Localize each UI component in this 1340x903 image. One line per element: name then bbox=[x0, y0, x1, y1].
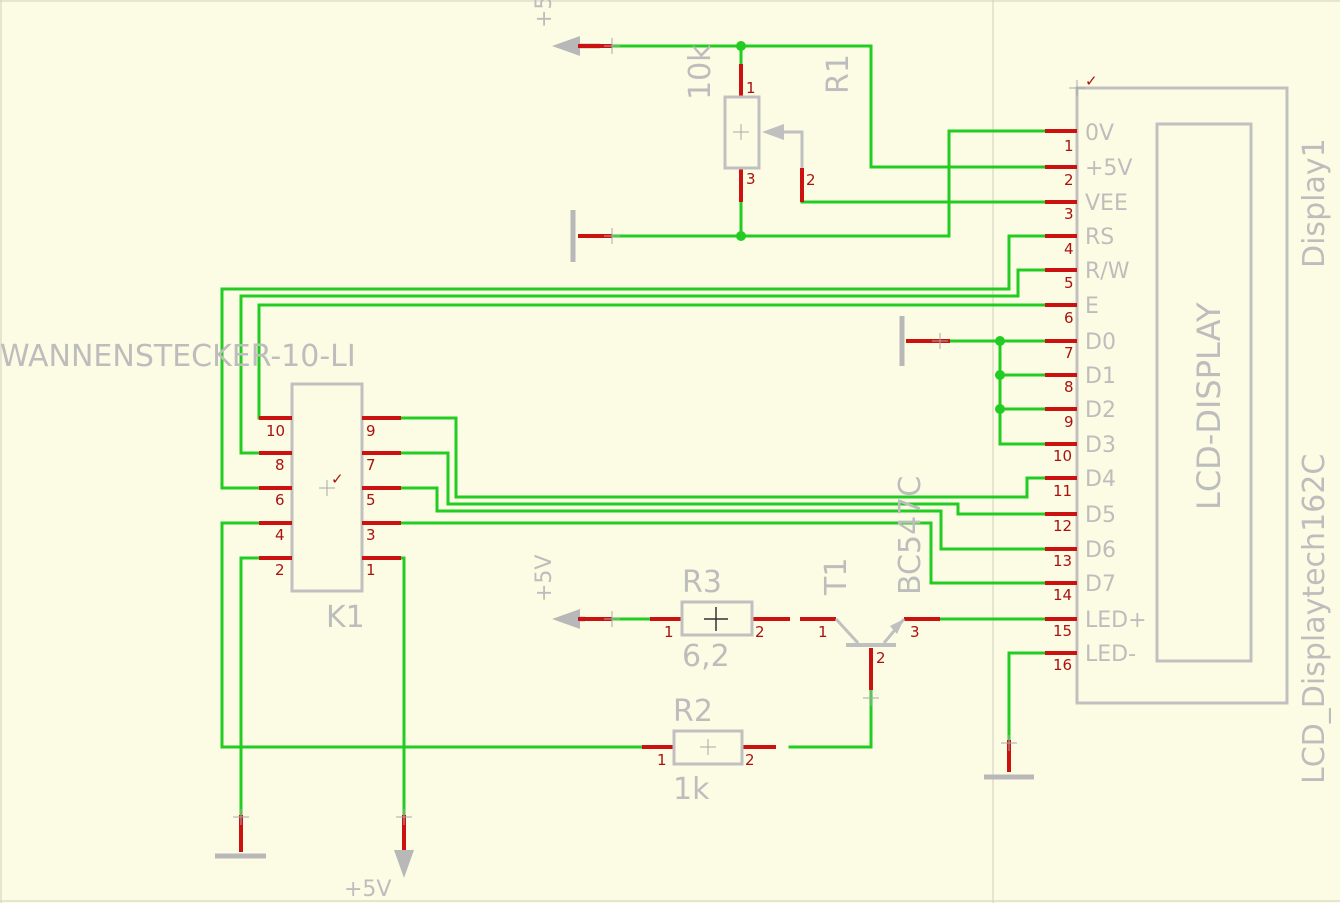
r1-value: 10k bbox=[683, 44, 718, 100]
r2-name: R2 bbox=[673, 694, 713, 729]
r1-pin2: 2 bbox=[806, 171, 816, 189]
k1-pin-6: 6 bbox=[275, 491, 285, 509]
display-pin-num-13: 13 bbox=[1053, 552, 1072, 570]
connector-k1[interactable]: ✓ 10 8 6 4 2 9 7 5 3 1 bbox=[259, 382, 401, 593]
display-pin-num-9: 9 bbox=[1064, 413, 1074, 431]
display-pin-name-10: D3 bbox=[1085, 433, 1116, 458]
display-value: LCD_Displaytech162C bbox=[1297, 454, 1332, 784]
display-pin-num-14: 14 bbox=[1053, 586, 1072, 604]
display-pin-name-3: VEE bbox=[1085, 191, 1128, 216]
display-pin-name-6: E bbox=[1085, 294, 1099, 319]
display-pin-name-2: +5V bbox=[1085, 156, 1132, 181]
supply-r3-5v-arrow[interactable] bbox=[552, 609, 620, 629]
t1-pin3: 3 bbox=[910, 623, 920, 641]
k1-pin-numbers-left: 10 8 6 4 2 bbox=[266, 422, 285, 579]
display-pin-name-9: D2 bbox=[1085, 398, 1116, 423]
display-name: Display1 bbox=[1297, 138, 1332, 268]
t1-value: BC547C bbox=[893, 476, 928, 595]
potentiometer-r1[interactable]: 1 2 3 bbox=[723, 64, 816, 202]
display-pin-num-8: 8 bbox=[1064, 378, 1074, 396]
k1-pin-4: 4 bbox=[275, 526, 285, 544]
k1-pin-7: 7 bbox=[366, 456, 376, 474]
r1-name: R1 bbox=[821, 54, 856, 94]
display-pin-num-12: 12 bbox=[1053, 517, 1072, 535]
r3-name: R3 bbox=[682, 565, 722, 600]
display-pin-num-5: 5 bbox=[1064, 274, 1074, 292]
display-pin-stubs bbox=[1045, 129, 1077, 655]
display-pin-num-10: 10 bbox=[1053, 447, 1072, 465]
transistor-t1[interactable]: 1 2 3 bbox=[800, 617, 940, 706]
display-pin-name-11: D4 bbox=[1085, 467, 1116, 492]
lcd-display[interactable]: ✓ 1 2 3 4 5 6 7 8 9 10 11 12 13 14 15 16… bbox=[1045, 72, 1289, 705]
display-pin-name-8: D1 bbox=[1085, 364, 1116, 389]
display-pin-name-1: 0V bbox=[1085, 121, 1114, 146]
display-pin-numbers: 1 2 3 4 5 6 7 8 9 10 11 12 13 14 15 16 bbox=[1053, 137, 1074, 674]
display-pin-num-4: 4 bbox=[1064, 240, 1074, 258]
r3-pin1: 1 bbox=[664, 623, 674, 641]
display-pin-names: 0V +5V VEE RS R/W E D0 D1 D2 D3 D4 D5 D6… bbox=[1085, 121, 1147, 667]
top-supply-label: +5 bbox=[532, 0, 557, 28]
supply-k1-5v-arrow[interactable] bbox=[394, 809, 414, 878]
k1-pin-1: 1 bbox=[366, 561, 376, 579]
display-pin-name-13: D6 bbox=[1085, 538, 1116, 563]
r3-supply-label: +5V bbox=[532, 555, 557, 602]
k1-pin-8: 8 bbox=[275, 456, 285, 474]
gnd-symbol-k1[interactable] bbox=[215, 809, 266, 859]
r3-pin2: 2 bbox=[755, 623, 765, 641]
r1-pin1: 1 bbox=[746, 79, 756, 97]
display-pin-num-15: 15 bbox=[1053, 622, 1072, 640]
display-pin-num-16: 16 bbox=[1053, 656, 1072, 674]
display-pin-name-4: RS bbox=[1085, 225, 1114, 250]
t1-pin2: 2 bbox=[876, 649, 886, 667]
k1-pin-numbers-right: 9 7 5 3 1 bbox=[366, 422, 376, 579]
r2-pin1: 1 bbox=[657, 751, 667, 769]
gnd-symbol-led[interactable] bbox=[984, 735, 1034, 780]
resistor-r3[interactable]: 1 2 bbox=[650, 600, 790, 641]
k1-value: WANNENSTECKER-10-LI bbox=[0, 339, 356, 374]
t1-pin1: 1 bbox=[818, 623, 828, 641]
svg-text:✓: ✓ bbox=[1085, 72, 1098, 90]
r2-pin2: 2 bbox=[745, 751, 755, 769]
display-pin-name-5: R/W bbox=[1085, 259, 1130, 284]
k1-supply-label: +5V bbox=[344, 877, 391, 902]
display-pin-name-16: LED- bbox=[1085, 642, 1136, 667]
r3-value: 6,2 bbox=[682, 639, 730, 674]
display-pin-num-2: 2 bbox=[1064, 171, 1074, 189]
display-pin-num-11: 11 bbox=[1053, 482, 1072, 500]
k1-pin-3: 3 bbox=[366, 526, 376, 544]
k1-pin-10: 10 bbox=[266, 422, 285, 440]
r1-pin3: 3 bbox=[746, 170, 756, 188]
display-body-text: LCD-DISPLAY bbox=[1190, 302, 1228, 510]
display-pin-num-3: 3 bbox=[1064, 205, 1074, 223]
k1-pin-stubs bbox=[259, 416, 401, 560]
supply-top-5v-arrow[interactable] bbox=[552, 36, 620, 56]
svg-text:✓: ✓ bbox=[331, 470, 344, 488]
k1-pin-9: 9 bbox=[366, 422, 376, 440]
r2-value: 1k bbox=[673, 772, 710, 807]
k1-pin-2: 2 bbox=[275, 561, 285, 579]
wires bbox=[220, 44, 1047, 819]
gnd-symbol-d0[interactable] bbox=[899, 316, 950, 366]
display-pin-num-6: 6 bbox=[1064, 309, 1074, 327]
resistor-r2[interactable]: 1 2 bbox=[642, 729, 776, 769]
k1-pin-5: 5 bbox=[366, 491, 376, 509]
display-pin-name-7: D0 bbox=[1085, 330, 1116, 355]
junctions bbox=[736, 41, 1005, 414]
k1-name: K1 bbox=[326, 600, 365, 635]
gnd-symbol-top[interactable] bbox=[570, 210, 620, 262]
display-pin-num-7: 7 bbox=[1064, 344, 1074, 362]
display-pin-num-1: 1 bbox=[1064, 137, 1074, 155]
display-pin-name-15: LED+ bbox=[1085, 608, 1147, 633]
t1-name: T1 bbox=[819, 558, 854, 596]
display-pin-name-12: D5 bbox=[1085, 503, 1116, 528]
display-pin-name-14: D7 bbox=[1085, 572, 1116, 597]
